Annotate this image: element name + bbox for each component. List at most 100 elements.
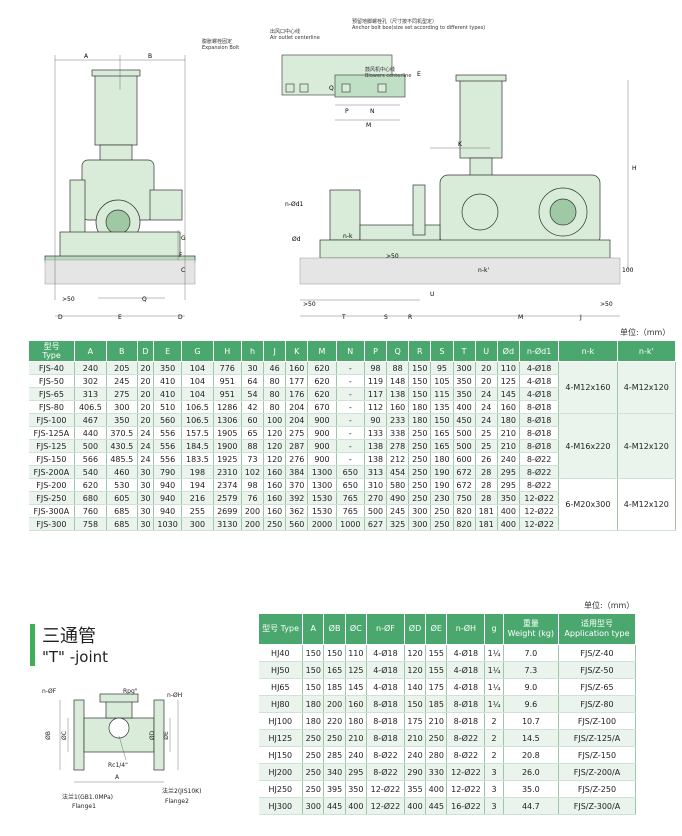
table-cell: 460 <box>106 465 138 479</box>
table-cell: 24 <box>137 452 154 466</box>
column-header: N <box>335 340 365 362</box>
table-cell: 200 <box>323 695 346 713</box>
table-cell: 104 <box>181 374 214 388</box>
table-cell: 88 <box>386 361 410 375</box>
tjoint-b-label: ØB <box>44 731 52 740</box>
table-cell: 500 <box>364 504 388 518</box>
table-cell: 9.6 <box>503 695 559 713</box>
table-cell: 98 <box>364 361 388 375</box>
table-cell: 65 <box>241 426 265 440</box>
svg-text:P: P <box>345 108 349 115</box>
tjoint-rc-label: Rc1/4" <box>108 762 128 769</box>
table-cell: 1530 <box>307 491 337 505</box>
table-cell: 280 <box>425 746 448 764</box>
table-cell: 88 <box>241 439 265 453</box>
column-header: n-k <box>558 340 618 362</box>
table-cell: 275 <box>285 426 309 440</box>
table-cell: 183.5 <box>181 452 214 466</box>
table-cell: 205 <box>106 361 138 375</box>
table-cell: 110 <box>345 644 368 662</box>
table-cell: 250 <box>430 504 454 518</box>
table-cell: 410 <box>153 387 183 401</box>
table-cell: 119 <box>364 374 388 388</box>
table-cell: 216 <box>181 491 214 505</box>
table-cell: 233 <box>386 413 410 427</box>
table-cell: 150 <box>302 644 325 662</box>
table-cell: 250 <box>302 729 325 747</box>
table-cell: 250 <box>408 439 432 453</box>
table-cell: FJS/Z-50 <box>558 661 637 679</box>
svg-text:>50: >50 <box>303 301 316 308</box>
merged-bolt-cell: 4-M12x160 <box>558 361 618 414</box>
table-cell: 395 <box>323 780 346 798</box>
table-cell: 287 <box>285 439 309 453</box>
table-cell: 8-Ø18 <box>519 400 560 414</box>
table-cell: 24 <box>475 387 498 401</box>
table-cell: 8-Ø22 <box>446 729 486 747</box>
column-header: A <box>74 340 107 362</box>
table-cell: 28 <box>475 465 498 479</box>
table-cell: 350 <box>453 374 476 388</box>
flange2-label-en: Flange2 <box>165 798 189 805</box>
table-cell: 313 <box>364 465 388 479</box>
table-cell: 250 <box>425 729 448 747</box>
table-cell: 150 <box>323 644 346 662</box>
table-cell: FJS/Z-200/A <box>558 763 637 781</box>
table-cell: 26 <box>475 452 498 466</box>
table-cell: 30 <box>137 465 154 479</box>
table-cell: 620 <box>307 374 337 388</box>
tjoint-drawing <box>59 693 179 783</box>
column-header: ØC <box>344 613 368 645</box>
tjoint-e-label: ØE <box>162 731 170 740</box>
table-cell: 204 <box>285 413 309 427</box>
table-cell: 26.0 <box>503 763 559 781</box>
svg-text:Ød: Ød <box>292 236 301 243</box>
table-cell: 820 <box>453 517 476 531</box>
column-header: R <box>408 340 432 362</box>
table-cell: 160 <box>263 478 287 492</box>
merged-bolt-cell: 4-M12x120 <box>617 361 677 414</box>
svg-text:n-Ød1: n-Ød1 <box>285 201 303 208</box>
table-cell: FJS/Z-100 <box>558 712 637 730</box>
table-cell: 3130 <box>213 517 242 531</box>
table-cell: 12-Ø22 <box>446 763 486 781</box>
air-outlet-label-cn: 出风口中心线 <box>270 29 301 35</box>
column-header: n-ØF <box>366 613 405 645</box>
table-cell: 300 <box>408 504 432 518</box>
column-header: g <box>484 613 504 645</box>
table-cell: 44.7 <box>503 797 559 815</box>
table-cell: 25 <box>475 426 498 440</box>
table-cell: FJS/Z-300/A <box>558 797 637 815</box>
table-cell: 155 <box>425 661 448 679</box>
table-cell: 175 <box>404 712 427 730</box>
column-header: 适用型号 Application type <box>557 613 637 645</box>
table-cell: 605 <box>106 491 138 505</box>
table-cell: 165 <box>430 439 454 453</box>
table-cell: 190 <box>430 478 454 492</box>
table-cell: 951 <box>213 387 242 401</box>
table-cell: 8-Ø22 <box>366 746 405 764</box>
table-cell: 310 <box>364 478 388 492</box>
svg-text:J: J <box>579 314 582 321</box>
table-cell: 120 <box>263 439 287 453</box>
table-cell: 300 <box>181 517 214 531</box>
table-cell: 295 <box>345 763 368 781</box>
table-cell: 180 <box>497 413 520 427</box>
table-cell: 120 <box>263 426 287 440</box>
table-cell: FJS-125A <box>28 426 76 440</box>
tjoint-c-label: ØC <box>60 731 68 740</box>
table-cell: 12-Ø22 <box>366 780 405 798</box>
table-cell: 620 <box>307 361 337 375</box>
table-cell: 290 <box>404 763 427 781</box>
table-cell: 185 <box>323 678 346 696</box>
table-cell: - <box>336 413 365 427</box>
table-cell: 24 <box>475 413 498 427</box>
table-cell: 250 <box>430 517 454 531</box>
table-cell: 8-Ø18 <box>519 413 560 427</box>
table-cell: 28 <box>475 478 498 492</box>
table-cell: 16-Ø22 <box>446 797 486 815</box>
